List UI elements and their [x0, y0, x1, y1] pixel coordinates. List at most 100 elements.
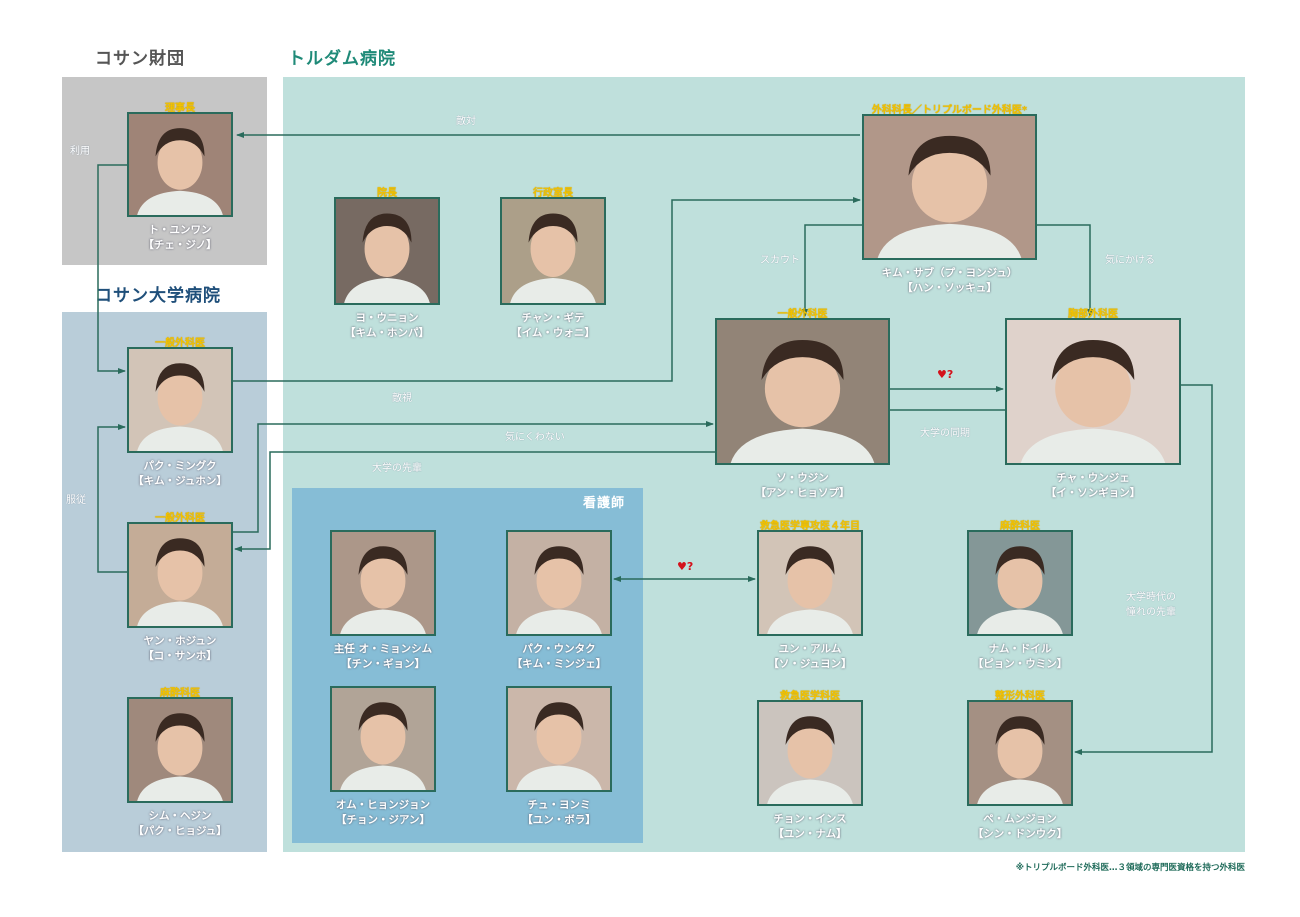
character-role: 一般外科医	[155, 338, 205, 349]
kosan-foundation-title: コサン財団	[95, 49, 185, 69]
portrait-icon	[864, 116, 1035, 258]
line-senior	[234, 451, 715, 552]
character-card-yang: 一般外科医 ヤン・ホジュン【コ・サンホ】	[127, 513, 233, 662]
character-card-bae: 整形外科医 ペ・ムンジョン【シン・ドンウク】	[967, 691, 1073, 840]
actor-name: 【チョン・ジアン】	[335, 814, 431, 826]
character-card-shim: 麻酔科医 シム・ヘジン【パク・ヒョジュ】	[127, 688, 233, 837]
line-dislike	[233, 421, 714, 533]
character-card-seo: 一般外科医 ソ・ウジン【アン・ヒョソプ】	[715, 309, 890, 499]
portrait-icon	[336, 199, 438, 303]
character-photo	[127, 347, 233, 453]
actor-name: 【ユン・ボラ】	[522, 814, 596, 826]
character-card-jeong: 救急医学科医 チョン・インス【ユン・ナム】	[757, 691, 863, 840]
portrait-icon	[969, 532, 1071, 634]
character-name: チョン・インス	[773, 813, 847, 825]
character-role: 救急医学専攻医４年目	[760, 521, 860, 532]
character-name: チャ・ウンジェ	[1056, 472, 1130, 484]
character-name: ト・ユンワン	[148, 224, 212, 236]
character-name: シム・ヘジン	[148, 810, 212, 822]
portrait-icon	[129, 699, 231, 801]
portrait-icon	[332, 688, 434, 790]
character-photo	[330, 686, 436, 792]
actor-name: 【コ・サンホ】	[143, 650, 217, 662]
character-role: 整形外科医	[995, 691, 1045, 702]
footnote: ※トリプルボード外科医…３領域の専門医資格を持つ外科医	[1015, 863, 1245, 873]
actor-name: 【キム・ジュホン】	[133, 475, 227, 487]
nurses-title: 看護師	[583, 496, 626, 511]
line-rivalry	[233, 197, 861, 382]
character-name: パク・ウンタク	[522, 643, 596, 655]
character-card-park_e: パク・ウンタク【キム・ミンジェ】	[506, 530, 612, 670]
relation-senior: 大学の先輩	[372, 463, 422, 474]
actor-name: 【パク・ヒョジュ】	[133, 825, 227, 837]
character-name: ヤン・ホジュン	[143, 635, 217, 647]
doldam-hospital-title: トルダム病院	[288, 49, 396, 69]
actor-name: 【キム・ホンパ】	[345, 327, 429, 339]
character-photo	[500, 197, 606, 305]
character-role: 麻酔科医	[160, 688, 200, 699]
character-card-nam: 麻酔科医 ナム・ドイル【ピョン・ウミン】	[967, 521, 1073, 670]
character-name: キム・サブ（プ・ヨンジュ）	[881, 267, 1018, 279]
portrait-icon	[129, 349, 231, 451]
actor-name: 【キム・ミンジェ】	[511, 658, 607, 670]
character-name: ヨ・ウニョン	[355, 312, 419, 324]
relation-obedience: 服従	[66, 495, 86, 506]
character-photo	[967, 700, 1073, 806]
kosan-university-title: コサン大学病院	[95, 286, 221, 306]
actor-name: 【ソ・ジュヨン】	[768, 658, 852, 670]
portrait-icon	[502, 199, 604, 303]
actor-name: 【シン・ドンウク】	[972, 828, 1068, 840]
character-name: チュ・ヨンミ	[527, 799, 591, 811]
portrait-icon	[969, 702, 1071, 804]
line-admired	[1074, 384, 1213, 755]
portrait-icon	[759, 702, 861, 804]
character-role: 麻酔科医	[1000, 521, 1040, 532]
character-card-oh: 主任 オ・ミョンシム【チン・ギョン】	[330, 530, 436, 670]
character-photo	[334, 197, 440, 305]
actor-name: 【ピョン・ウミン】	[972, 658, 1068, 670]
character-card-yeo: 院長 ヨ・ウニョン【キム・ホンパ】	[334, 188, 440, 339]
character-photo	[862, 114, 1037, 260]
character-name: オム・ヒョンジョン	[335, 799, 431, 811]
character-photo	[127, 112, 233, 217]
character-name: チャン・ギテ	[521, 312, 585, 324]
portrait-icon	[1007, 320, 1179, 463]
portrait-icon	[332, 532, 434, 634]
character-photo	[715, 318, 890, 465]
relation-classmate: 大学の同期	[920, 428, 970, 439]
relation-love2: ♥?	[677, 560, 694, 573]
character-role: 救急医学科医	[780, 691, 840, 702]
character-photo	[127, 522, 233, 628]
portrait-icon	[759, 532, 861, 634]
character-name: 主任 オ・ミョンシム	[333, 643, 433, 655]
actor-name: 【イ・ソンギョン】	[1045, 487, 1141, 499]
character-card-joo: チュ・ヨンミ【ユン・ボラ】	[506, 686, 612, 826]
character-role: 外科科長／トリプルボード外科医*	[871, 105, 1028, 116]
character-card-jang: 行政室長 チャン・ギテ【イム・ウォニ】	[500, 188, 606, 339]
actor-name: 【ユン・ナム】	[773, 828, 847, 840]
actor-name: 【アン・ヒョソプ】	[755, 487, 850, 499]
character-card-eom: オム・ヒョンジョン【チョン・ジアン】	[330, 686, 436, 826]
line-obedience	[97, 424, 127, 573]
relation-scout: スカウト	[760, 255, 800, 266]
portrait-icon	[508, 688, 610, 790]
relation-hostility: 敵対	[456, 116, 476, 127]
character-card-park_m: 一般外科医 パク・ミングク【キム・ジュホン】	[127, 338, 233, 487]
character-name: ナム・ドイル	[988, 643, 1052, 655]
relation-admired-senior: 大学時代の憧れの先輩	[1126, 592, 1176, 618]
character-photo	[127, 697, 233, 803]
actor-name: 【チェ・ジノ】	[143, 239, 217, 251]
character-photo	[506, 686, 612, 792]
character-card-do: 理事長 ト・ユンワン【チェ・ジノ】	[127, 103, 233, 251]
character-name: ソ・ウジン	[776, 472, 829, 484]
relation-care: 気にかける	[1105, 255, 1155, 266]
character-photo	[967, 530, 1073, 636]
character-role: 行政室長	[533, 188, 573, 199]
character-photo	[506, 530, 612, 636]
actor-name: 【ハン・ソッキュ】	[902, 282, 997, 294]
relation-love1: ♥?	[937, 368, 954, 381]
character-photo	[757, 530, 863, 636]
character-role: 一般外科医	[155, 513, 205, 524]
character-role: 一般外科医	[777, 309, 828, 320]
